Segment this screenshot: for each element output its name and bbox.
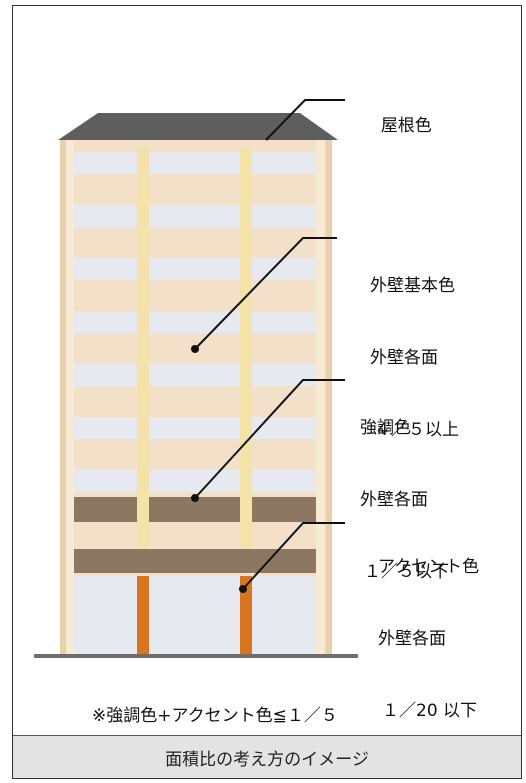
- label-emphasis-color: 強調色 外壁各面 １／５以下: [360, 368, 449, 608]
- label-roof-color: 屋根色: [370, 90, 432, 138]
- base-color-ratio: ４／５以上: [374, 420, 459, 440]
- left-side-pillar: [66, 140, 74, 655]
- leader-roof: [265, 99, 345, 141]
- label-base-color: 外壁基本色 外壁各面 ４／５以上: [370, 226, 459, 466]
- window-band: [74, 470, 316, 492]
- base-color-scope: 外壁各面: [370, 348, 438, 368]
- left-edge: [60, 140, 66, 655]
- leader-base: [194, 237, 337, 350]
- roof: [58, 113, 338, 140]
- ground-floor-glass: [74, 576, 316, 655]
- leader-lines: [194, 99, 345, 590]
- pillar-right: [240, 148, 252, 548]
- emphasis-band-lower: [74, 549, 316, 573]
- leader-accent: [242, 522, 345, 590]
- window-band: [74, 205, 316, 227]
- label-accent-color: アクセント色 外壁各面 １／20 以下: [378, 507, 479, 747]
- accent-column-right: [240, 576, 252, 655]
- right-side-pillar: [316, 140, 324, 655]
- accent-column-left: [137, 576, 149, 655]
- caption-bar: 面積比の考え方のイメージ: [13, 735, 521, 778]
- emphasis-color-scope: 外壁各面: [360, 490, 428, 510]
- dot-accent: [239, 585, 247, 593]
- base-color-title: 外壁基本色: [370, 276, 455, 296]
- window-band: [74, 152, 316, 174]
- ground-line: [34, 654, 358, 658]
- right-edge: [326, 140, 332, 655]
- ratio-note: ※強調色+アクセント色≦１／５: [92, 706, 338, 726]
- window-bands: [74, 152, 316, 655]
- leader-emphasis: [194, 379, 345, 499]
- dot-emphasis: [191, 494, 199, 502]
- accent-color-scope: 外壁各面: [378, 629, 446, 649]
- emphasis-color-ratio: １／５以下: [364, 562, 449, 582]
- caption-text: 面積比の考え方のイメージ: [165, 749, 369, 770]
- accent-color-ratio: １／20 以下: [382, 701, 478, 721]
- window-band: [74, 417, 316, 439]
- window-band: [74, 258, 316, 280]
- emphasis-color-title: 強調色: [360, 418, 411, 438]
- dot-base: [191, 345, 199, 353]
- leader-dots: [191, 345, 247, 593]
- roof-color-text: 屋根色: [380, 116, 432, 136]
- window-band: [74, 364, 316, 386]
- window-band: [74, 311, 316, 333]
- pillar-left: [137, 148, 149, 548]
- accent-color-title: アクセント色: [378, 557, 480, 577]
